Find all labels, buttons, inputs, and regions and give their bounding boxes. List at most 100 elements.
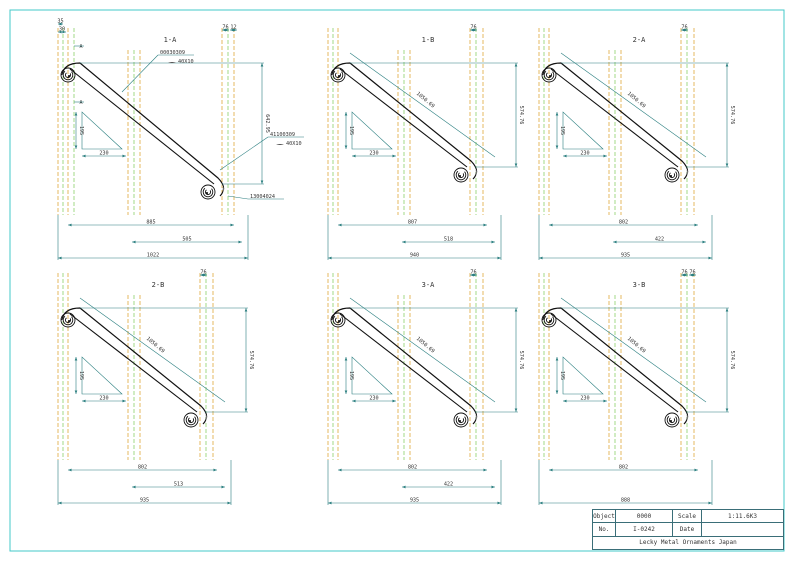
handrail-lower [339,68,468,168]
bottom-width-dim-label: 935 [140,498,149,504]
overall-width-dim-label: 802 [138,465,147,471]
top-right-dim-0-arrow-left [470,28,474,32]
bottom-width-dim-arrow-left [58,256,62,260]
scroll-top [60,312,76,328]
overall-width-dim-arrow-right [694,468,698,472]
top-right-dim-0-arrow-right [684,273,688,277]
date-value [701,522,784,537]
view-label: 2-B [152,281,165,289]
scroll-bottom-ring-0 [183,412,199,428]
scroll-bottom [453,412,469,428]
triangle-detail-height-arrow-top [555,112,559,116]
top-right-dim-0-arrow-left [222,28,226,32]
triangle-detail-base-arrow-left [563,154,567,158]
triangle-detail-base-arrow-left [352,399,356,403]
handrail-inner [331,309,477,427]
triangle-detail-height-label: 195 [78,371,84,380]
height-dim-arrow-top [260,63,264,67]
section-mark-1: A [79,100,82,106]
scroll-bottom-ring-2 [187,416,195,424]
scroll-top-ring-2 [334,71,342,79]
scroll-top [541,67,557,83]
height-dim-label: 642.95 [264,114,270,133]
leader-0 [121,54,159,93]
bottom-width-dim-arrow-right [708,256,712,260]
section-size-1: 40X10 [286,141,302,147]
handrail-inner [61,309,207,427]
scroll-top [60,67,76,83]
height-dim-arrow-bottom [514,163,518,167]
height-dim-arrow-top [725,63,729,67]
right-span-dim-arrow-left [132,485,136,489]
bottom-width-dim-arrow-right [497,501,501,505]
part-code-2: 13004024 [250,194,275,200]
handrail-lower [339,313,468,413]
scroll-top-ring-0 [541,312,557,328]
triangle-detail-base-arrow-left [82,154,86,158]
right-span-dim-label: 513 [174,482,183,488]
top-right-dim-0-label: 76 [681,25,687,31]
scroll-top-eye [67,319,71,323]
scroll-top-ring-0 [330,312,346,328]
triangle-detail-height-arrow-bottom [344,390,348,394]
overall-width-dim-label: 885 [146,220,155,226]
top-right-dim-0-arrow-right [684,28,688,32]
scroll-top-ring-0 [541,67,557,83]
triangle-detail-base-arrow-right [603,399,607,403]
title-block-row-no: No. I-0242 Date [592,522,784,537]
scroll-top-ring-0 [60,67,76,83]
handrail-inner [542,309,688,427]
height-dim-label: 574.76 [729,106,735,125]
diagonal-dim-line [349,297,496,403]
scroll-top-ring-1 [332,69,344,81]
top-right-dim-0-arrow-left [681,273,685,277]
scroll-bottom-eye [205,191,209,195]
date-label: Date [672,522,702,537]
scroll-top-ring-1 [543,314,555,326]
triangle-detail-shape [562,111,604,150]
scale-value: 1:11.6K3 [701,508,784,524]
view-label: 1-A [164,36,177,44]
right-span-dim-arrow-left [132,240,136,244]
top-right-dim-1-label: 76 [689,270,695,276]
overall-width-dim-label: 802 [619,465,628,471]
handrail-inner [331,64,477,182]
scroll-bottom-eye [458,174,462,178]
overall-width-dim-arrow-left [68,468,72,472]
height-dim-arrow-bottom [260,180,264,184]
right-span-dim-arrow-right [221,485,225,489]
scroll-bottom-eye [669,419,673,423]
triangle-detail-height-label: 195 [78,126,84,135]
top-right-dim-0-arrow-right [473,28,477,32]
top-right-dim-1-arrow-right [233,28,237,32]
scroll-top-eye [67,74,71,78]
scroll-bottom-ring-1 [455,169,467,181]
view-label: 3-B [633,281,646,289]
triangle-detail-base-label: 230 [99,396,108,402]
handrail [61,62,225,197]
triangle-detail-base-arrow-right [122,154,126,158]
top-left-dim-0-label: 35 [57,19,63,25]
company-name: Lecky Metal Ornaments Japan [592,535,784,551]
top-right-dim-0-arrow-right [203,273,207,277]
triangle-detail-height-label: 195 [559,126,565,135]
title-block-row-company: Lecky Metal Ornaments Japan [592,535,784,551]
handrail-lower [69,313,198,413]
scroll-bottom-ring-2 [457,171,465,179]
top-right-dim-1-arrow-right [692,273,696,277]
handrail-lower [550,68,679,168]
scroll-top [541,312,557,328]
triangle-detail-base-arrow-left [563,399,567,403]
scroll-bottom [200,184,216,200]
right-span-dim-arrow-left [613,240,617,244]
top-right-dim-0-arrow-right [473,273,477,277]
scroll-bottom-ring-0 [200,184,216,200]
triangle-detail-height-arrow-bottom [344,145,348,149]
part-code-0: 00030309 [160,50,185,56]
leader-1 [219,136,269,171]
no-value: I-0242 [615,522,673,537]
height-dim-label: 574.76 [518,106,524,125]
